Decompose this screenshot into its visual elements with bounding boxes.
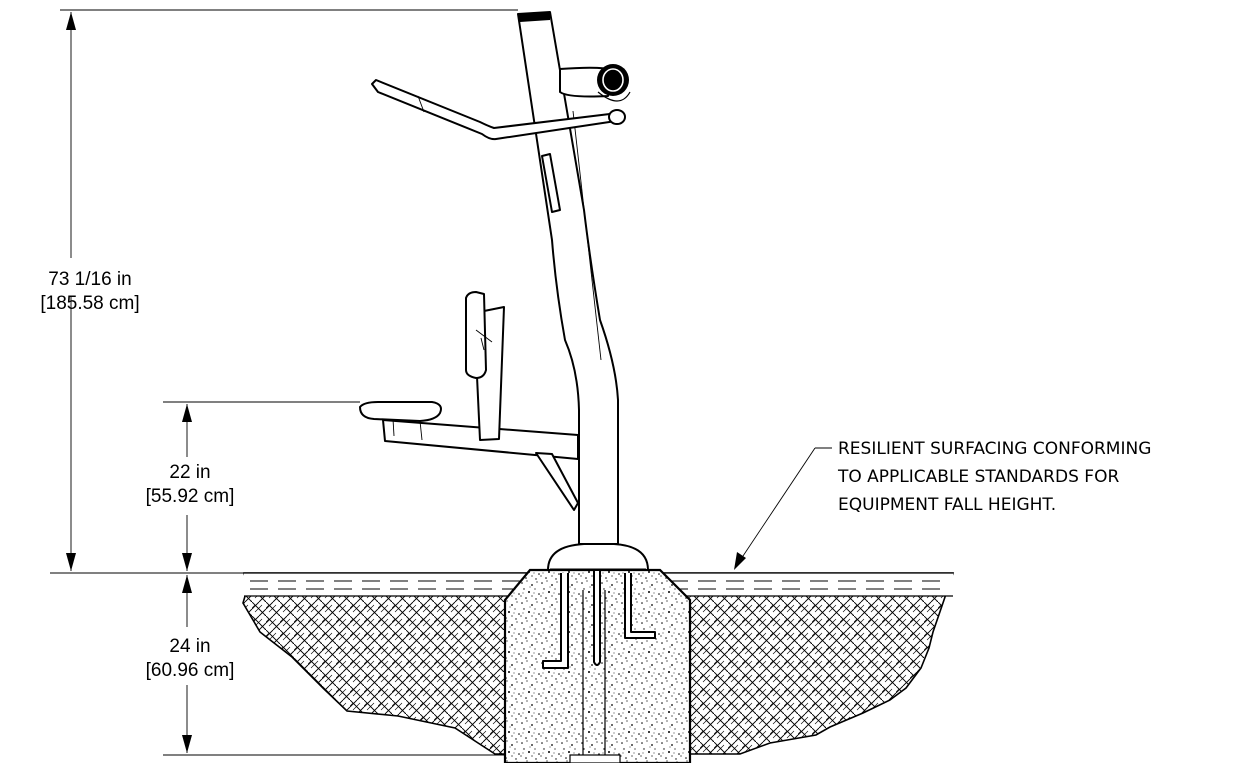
surfacing-note-leader [734,447,832,570]
concrete-footing [503,555,692,763]
total-height-arrow-bottom [66,553,76,571]
seat-height-arrow-bottom [182,553,192,571]
surfacing-note-line-2: TO APPLICABLE STANDARDS FOR [837,467,1119,487]
soil-herringbone-fill [242,572,532,755]
soil-herringbone-fill-right [657,572,955,755]
seat-height-imperial-label: 22 in [169,462,210,483]
leader-arrow [734,552,746,570]
total-height-imperial-label: 73 1/16 in [48,269,131,290]
footing-depth-arrow-bottom [182,735,192,753]
footing-depth-arrow-top [182,575,192,593]
footing-depth-metric-label: [60.96 cm] [146,660,235,681]
backrest-slot [541,153,561,213]
seat-height-arrow-top [182,404,192,422]
handle-bar [371,79,626,141]
surfacing-note-line-1: RESILIENT SURFACING CONFORMING [838,439,1151,459]
footing-depth-imperial-label: 24 in [169,636,210,657]
total-height-arrow-top [66,12,76,30]
base-flange [547,543,649,571]
surfacing-note-line-3: EQUIPMENT FALL HEIGHT. [838,495,1056,515]
ground-section [242,572,955,755]
seat-assembly [359,291,579,511]
total-height-metric-label: [185.58 cm] [40,293,139,314]
seat-height-metric-label: [55.92 cm] [146,486,235,507]
main-post [517,11,619,545]
dimension-lines [50,9,518,756]
top-pivot-assembly [559,64,631,102]
